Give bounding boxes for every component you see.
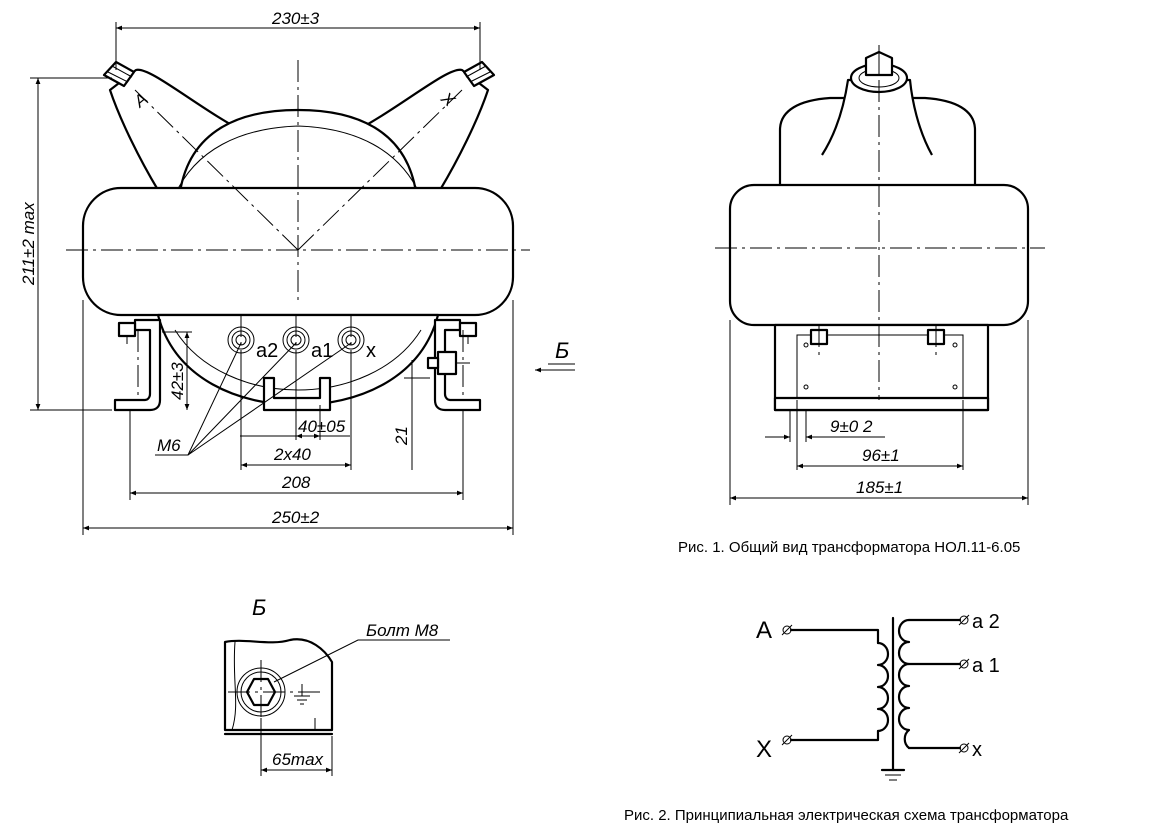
ground-bolt <box>426 350 470 376</box>
dim-65: 65max <box>272 750 324 769</box>
view-mark-b: Б <box>555 338 569 363</box>
schem-label-x: x <box>972 739 982 761</box>
dim-40: 40±05 <box>298 417 346 436</box>
dim-185: 185±1 <box>856 478 903 497</box>
schem-label-A: A <box>756 617 772 644</box>
secondary-winding <box>897 618 911 750</box>
label-a2: a2 <box>256 340 278 362</box>
dim-250: 250±2 <box>271 508 320 527</box>
bolt-terminal-x <box>462 60 496 88</box>
view-b-outline <box>223 638 334 732</box>
dim-96: 96±1 <box>862 446 900 465</box>
terminal-a2-mark <box>958 614 970 626</box>
front-dimensions: 230±3 211±2 max 42±3 21 40±05 2x40 208 <box>19 9 575 535</box>
terminal-x-mark <box>958 742 970 754</box>
schem-label-X: X <box>756 736 772 763</box>
left-bracket <box>113 318 162 412</box>
view-b: Б Болт М8 65max <box>223 595 450 776</box>
dim-211: 211±2 max <box>19 202 38 286</box>
primary-lead-bottom <box>789 729 880 742</box>
figure2-caption: Рис. 2. Принципиальная электрическая схе… <box>624 807 1069 824</box>
view-b-title: Б <box>252 595 266 620</box>
label-a1: a1 <box>311 340 333 362</box>
bracket-bolt-left <box>117 321 137 344</box>
dim-2x40: 2x40 <box>273 445 311 464</box>
side-view <box>715 45 1045 412</box>
dim-9: 9±0 2 <box>830 417 873 436</box>
core-ground <box>880 768 906 781</box>
bolt-m8-label: Болт М8 <box>366 621 439 640</box>
dim-208: 208 <box>281 473 311 492</box>
schem-label-a2: a 2 <box>972 611 1000 633</box>
front-view: A X a2 a1 x <box>66 60 530 412</box>
schem-label-a1: a 1 <box>972 655 1000 677</box>
dim-230: 230±3 <box>271 9 320 28</box>
primary-winding <box>876 641 890 733</box>
bolt-terminal-a <box>102 60 136 88</box>
side-dimensions: 9±0 2 96±1 185±1 <box>729 320 1029 505</box>
thread-m6: M6 <box>157 436 181 455</box>
lower-dome <box>156 313 440 407</box>
primary-lead-top <box>789 628 880 645</box>
bracket-bolt-right <box>458 321 478 344</box>
terminal-a1-mark <box>958 658 970 670</box>
dim-21: 21 <box>392 426 411 446</box>
figure1-caption: Рис. 1. Общий вид трансформатора НОЛ.11-… <box>678 539 1020 556</box>
schematic: A X a 2 a 1 x <box>756 611 1000 781</box>
dim-42: 42±3 <box>168 362 187 400</box>
ground-symbol <box>294 684 310 705</box>
bottom-plate <box>262 376 332 412</box>
label-x-secondary: x <box>366 340 376 362</box>
